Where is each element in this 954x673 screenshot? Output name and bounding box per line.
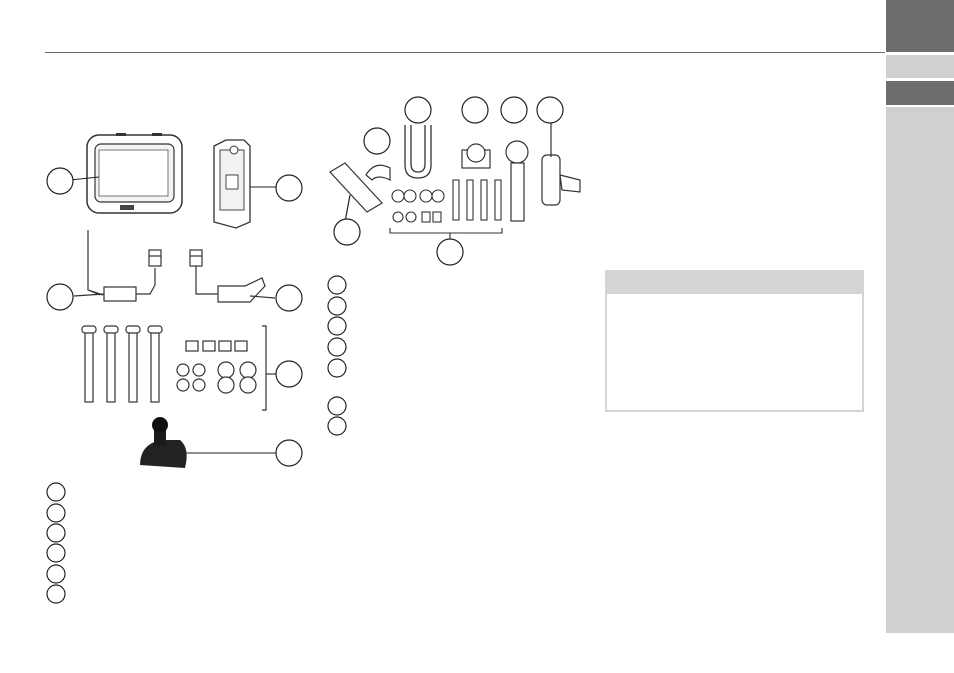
left-legend-circles xyxy=(46,482,66,604)
callout-5 xyxy=(275,360,303,388)
u-bolt-illustration xyxy=(404,125,432,179)
header-rule xyxy=(45,52,885,53)
ball-mount-illustration xyxy=(505,140,529,222)
callout-2 xyxy=(275,174,303,202)
callout-6 xyxy=(275,439,303,467)
callout-9 xyxy=(404,96,432,124)
note-box xyxy=(605,270,864,412)
right-legend-circles xyxy=(327,275,347,436)
socket-arm-illustration xyxy=(541,123,581,206)
navigation-device-illustration xyxy=(69,133,183,214)
callout-12 xyxy=(536,96,564,124)
suction-cup-illustration xyxy=(140,417,276,468)
cable-clip-illustration xyxy=(365,164,391,181)
power-cable-fuse-illustration xyxy=(73,230,162,302)
side-tab-active[interactable] xyxy=(886,81,954,105)
side-tab-strip xyxy=(886,107,954,633)
power-cable-plug-illustration xyxy=(189,249,276,303)
callout-4 xyxy=(275,284,303,312)
screws-set-illustration xyxy=(81,325,276,411)
callout-1 xyxy=(46,167,74,195)
callout-10 xyxy=(461,96,489,124)
side-tab-section[interactable] xyxy=(886,55,954,78)
mount-hardware-illustration xyxy=(389,179,503,240)
callout-11 xyxy=(500,96,528,124)
callout-3 xyxy=(46,283,74,311)
adhesive-pad-illustration xyxy=(329,162,383,223)
callout-13 xyxy=(436,238,464,266)
note-box-header xyxy=(607,272,862,294)
device-holder-illustration xyxy=(213,139,276,229)
ball-plate-illustration xyxy=(461,143,491,169)
callout-7 xyxy=(333,218,361,246)
side-tab-chapter[interactable] xyxy=(886,0,954,52)
callout-8 xyxy=(363,127,391,155)
